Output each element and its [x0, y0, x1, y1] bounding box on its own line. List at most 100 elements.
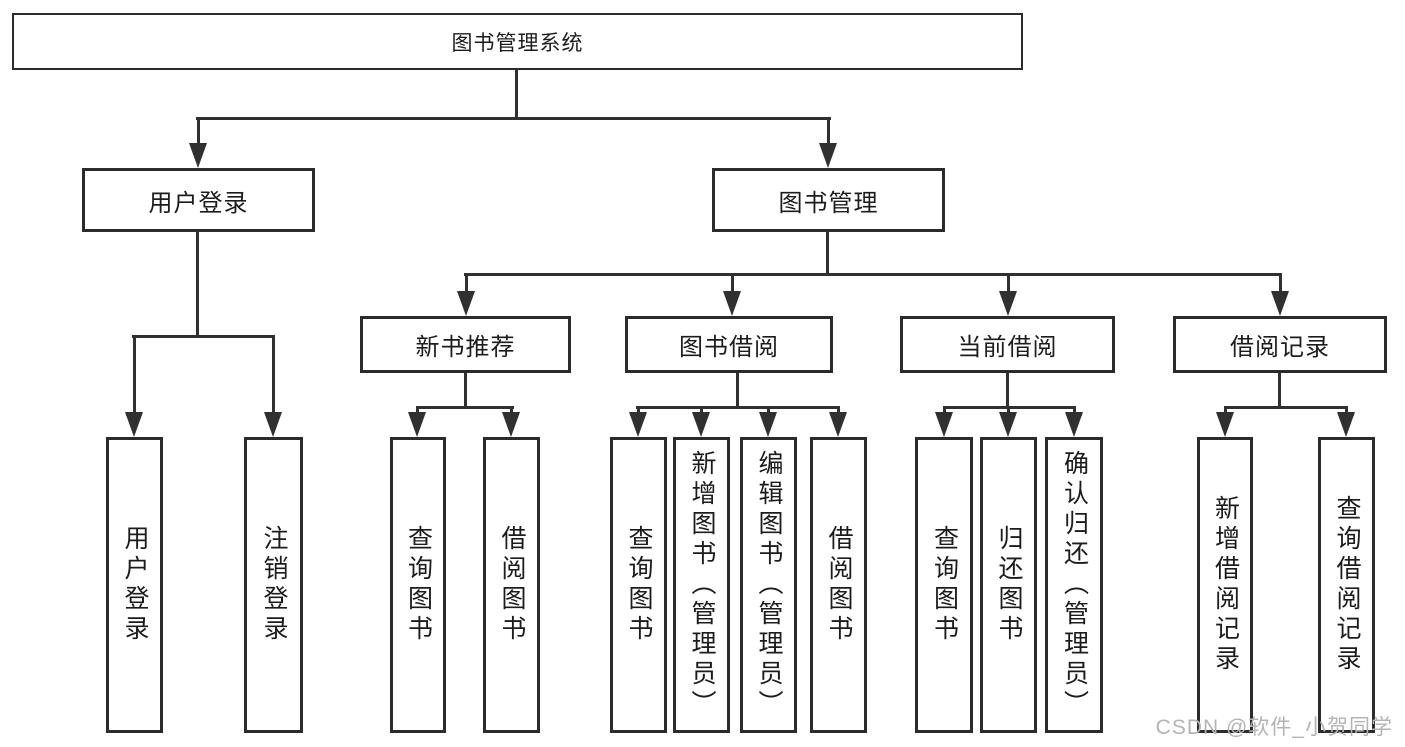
arrow-down-icon	[1337, 406, 1355, 437]
node-label: 新增借阅记录	[1211, 495, 1240, 675]
node-leaf-borrow-books-1: 借阅图书	[483, 437, 540, 733]
arrow-stem	[1223, 406, 1227, 412]
arrow-stem	[509, 406, 513, 412]
node-leaf-logout: 注销登录	[244, 437, 303, 733]
connector-user-login-stem	[196, 232, 199, 338]
arrow-stem	[1006, 406, 1010, 412]
arrow-head-icon	[264, 412, 282, 437]
node-label: 查询图书	[625, 525, 653, 645]
node-leaf-return-book: 归还图书	[980, 437, 1037, 733]
connector-book-borrowing-stem	[736, 373, 739, 409]
node-book-borrowing: 图书借阅	[625, 316, 833, 373]
arrow-stem	[415, 406, 419, 412]
connector-book-borrowing-bus	[636, 406, 840, 409]
arrow-stem	[1006, 273, 1010, 291]
arrow-down-icon	[408, 406, 426, 437]
node-label: 确认归还（管理员）	[1060, 450, 1089, 720]
arrow-stem	[464, 273, 468, 291]
arrow-stem	[132, 335, 136, 412]
connector-borrowing-records-stem	[1278, 373, 1281, 409]
watermark: CSDN @软件_小贺同学	[1155, 716, 1393, 739]
node-leaf-borrow-books-2: 借阅图书	[810, 437, 867, 733]
arrow-head-icon	[692, 412, 710, 437]
arrow-stem	[942, 406, 946, 412]
connector-root-stem	[515, 70, 518, 120]
arrow-down-icon	[125, 335, 143, 437]
node-label: 注销登录	[260, 525, 288, 645]
arrow-down-icon	[759, 406, 777, 437]
arrow-head-icon	[502, 412, 520, 437]
arrow-head-icon	[935, 412, 953, 437]
arrow-stem	[766, 406, 770, 412]
arrow-down-icon	[457, 273, 475, 316]
node-label: 新增图书（管理员）	[688, 450, 716, 720]
arrow-stem	[636, 406, 640, 412]
arrow-down-icon	[1216, 406, 1234, 437]
arrow-stem	[730, 273, 734, 291]
arrow-head-icon	[759, 412, 777, 437]
node-leaf-edit-book-admin: 编辑图书（管理员）	[740, 437, 797, 733]
node-borrowing-records: 借阅记录	[1173, 316, 1387, 373]
connector-current-borrowing-bus	[943, 406, 1076, 409]
node-leaf-confirm-return-admin: 确认归还（管理员）	[1045, 437, 1103, 733]
arrow-head-icon	[408, 412, 426, 437]
node-label: 借阅图书	[825, 525, 853, 645]
arrow-stem	[271, 335, 275, 412]
connector-root-bus	[196, 117, 831, 120]
arrow-head-icon	[829, 412, 847, 437]
arrow-stem	[836, 406, 840, 412]
arrow-stem	[1072, 406, 1076, 412]
node-leaf-add-book-admin: 新增图书（管理员）	[673, 437, 730, 733]
node-label: 查询图书	[930, 525, 959, 645]
arrow-head-icon	[457, 291, 475, 316]
connector-user-login-bus	[132, 335, 275, 338]
arrow-head-icon	[999, 291, 1017, 316]
connector-book-management-stem	[826, 232, 829, 276]
node-label: 查询图书	[404, 525, 433, 645]
node-label: 查询借阅记录	[1333, 495, 1361, 675]
arrow-stem	[1278, 273, 1282, 291]
node-label: 用户登录	[121, 525, 149, 645]
connector-borrowing-records-bus	[1224, 406, 1348, 409]
node-leaf-query-borrow-record: 查询借阅记录	[1318, 437, 1375, 733]
arrow-head-icon	[1337, 412, 1355, 437]
node-current-borrowing: 当前借阅	[900, 316, 1115, 373]
arrow-down-icon	[1065, 406, 1083, 437]
node-leaf-query-books-2: 查询图书	[610, 437, 667, 733]
arrow-down-icon	[723, 273, 741, 316]
arrow-head-icon	[999, 412, 1017, 437]
arrow-down-icon	[1271, 273, 1289, 316]
arrow-head-icon	[723, 291, 741, 316]
node-book-management-system: 图书管理系统	[12, 13, 1023, 70]
arrow-down-icon	[935, 406, 953, 437]
node-leaf-user-login: 用户登录	[106, 437, 163, 733]
connector-new-book-recommend-stem	[464, 373, 467, 409]
arrow-down-icon	[999, 273, 1017, 316]
arrow-stem	[826, 117, 830, 143]
arrow-head-icon	[1216, 412, 1234, 437]
node-book-management: 图书管理	[712, 168, 945, 232]
arrow-down-icon	[629, 406, 647, 437]
arrow-stem	[699, 406, 703, 412]
arrow-head-icon	[629, 412, 647, 437]
arrow-head-icon	[1271, 291, 1289, 316]
node-label: 借阅图书	[498, 525, 526, 645]
node-new-book-recommend: 新书推荐	[360, 316, 571, 373]
arrow-head-icon	[189, 143, 207, 168]
arrow-down-icon	[829, 406, 847, 437]
arrow-head-icon	[819, 143, 837, 168]
arrow-down-icon	[264, 335, 282, 437]
arrow-down-icon	[189, 117, 207, 168]
arrow-stem	[196, 117, 200, 143]
node-user-login: 用户登录	[82, 168, 315, 232]
connector-current-borrowing-stem	[1006, 373, 1009, 409]
connector-book-management-bus	[464, 273, 1282, 276]
node-leaf-query-books-1: 查询图书	[390, 437, 446, 733]
arrow-down-icon	[999, 406, 1017, 437]
node-leaf-add-borrow-record: 新增借阅记录	[1197, 437, 1253, 733]
node-label: 归还图书	[995, 525, 1023, 645]
arrow-head-icon	[1065, 412, 1083, 437]
arrow-down-icon	[819, 117, 837, 168]
arrow-head-icon	[125, 412, 143, 437]
